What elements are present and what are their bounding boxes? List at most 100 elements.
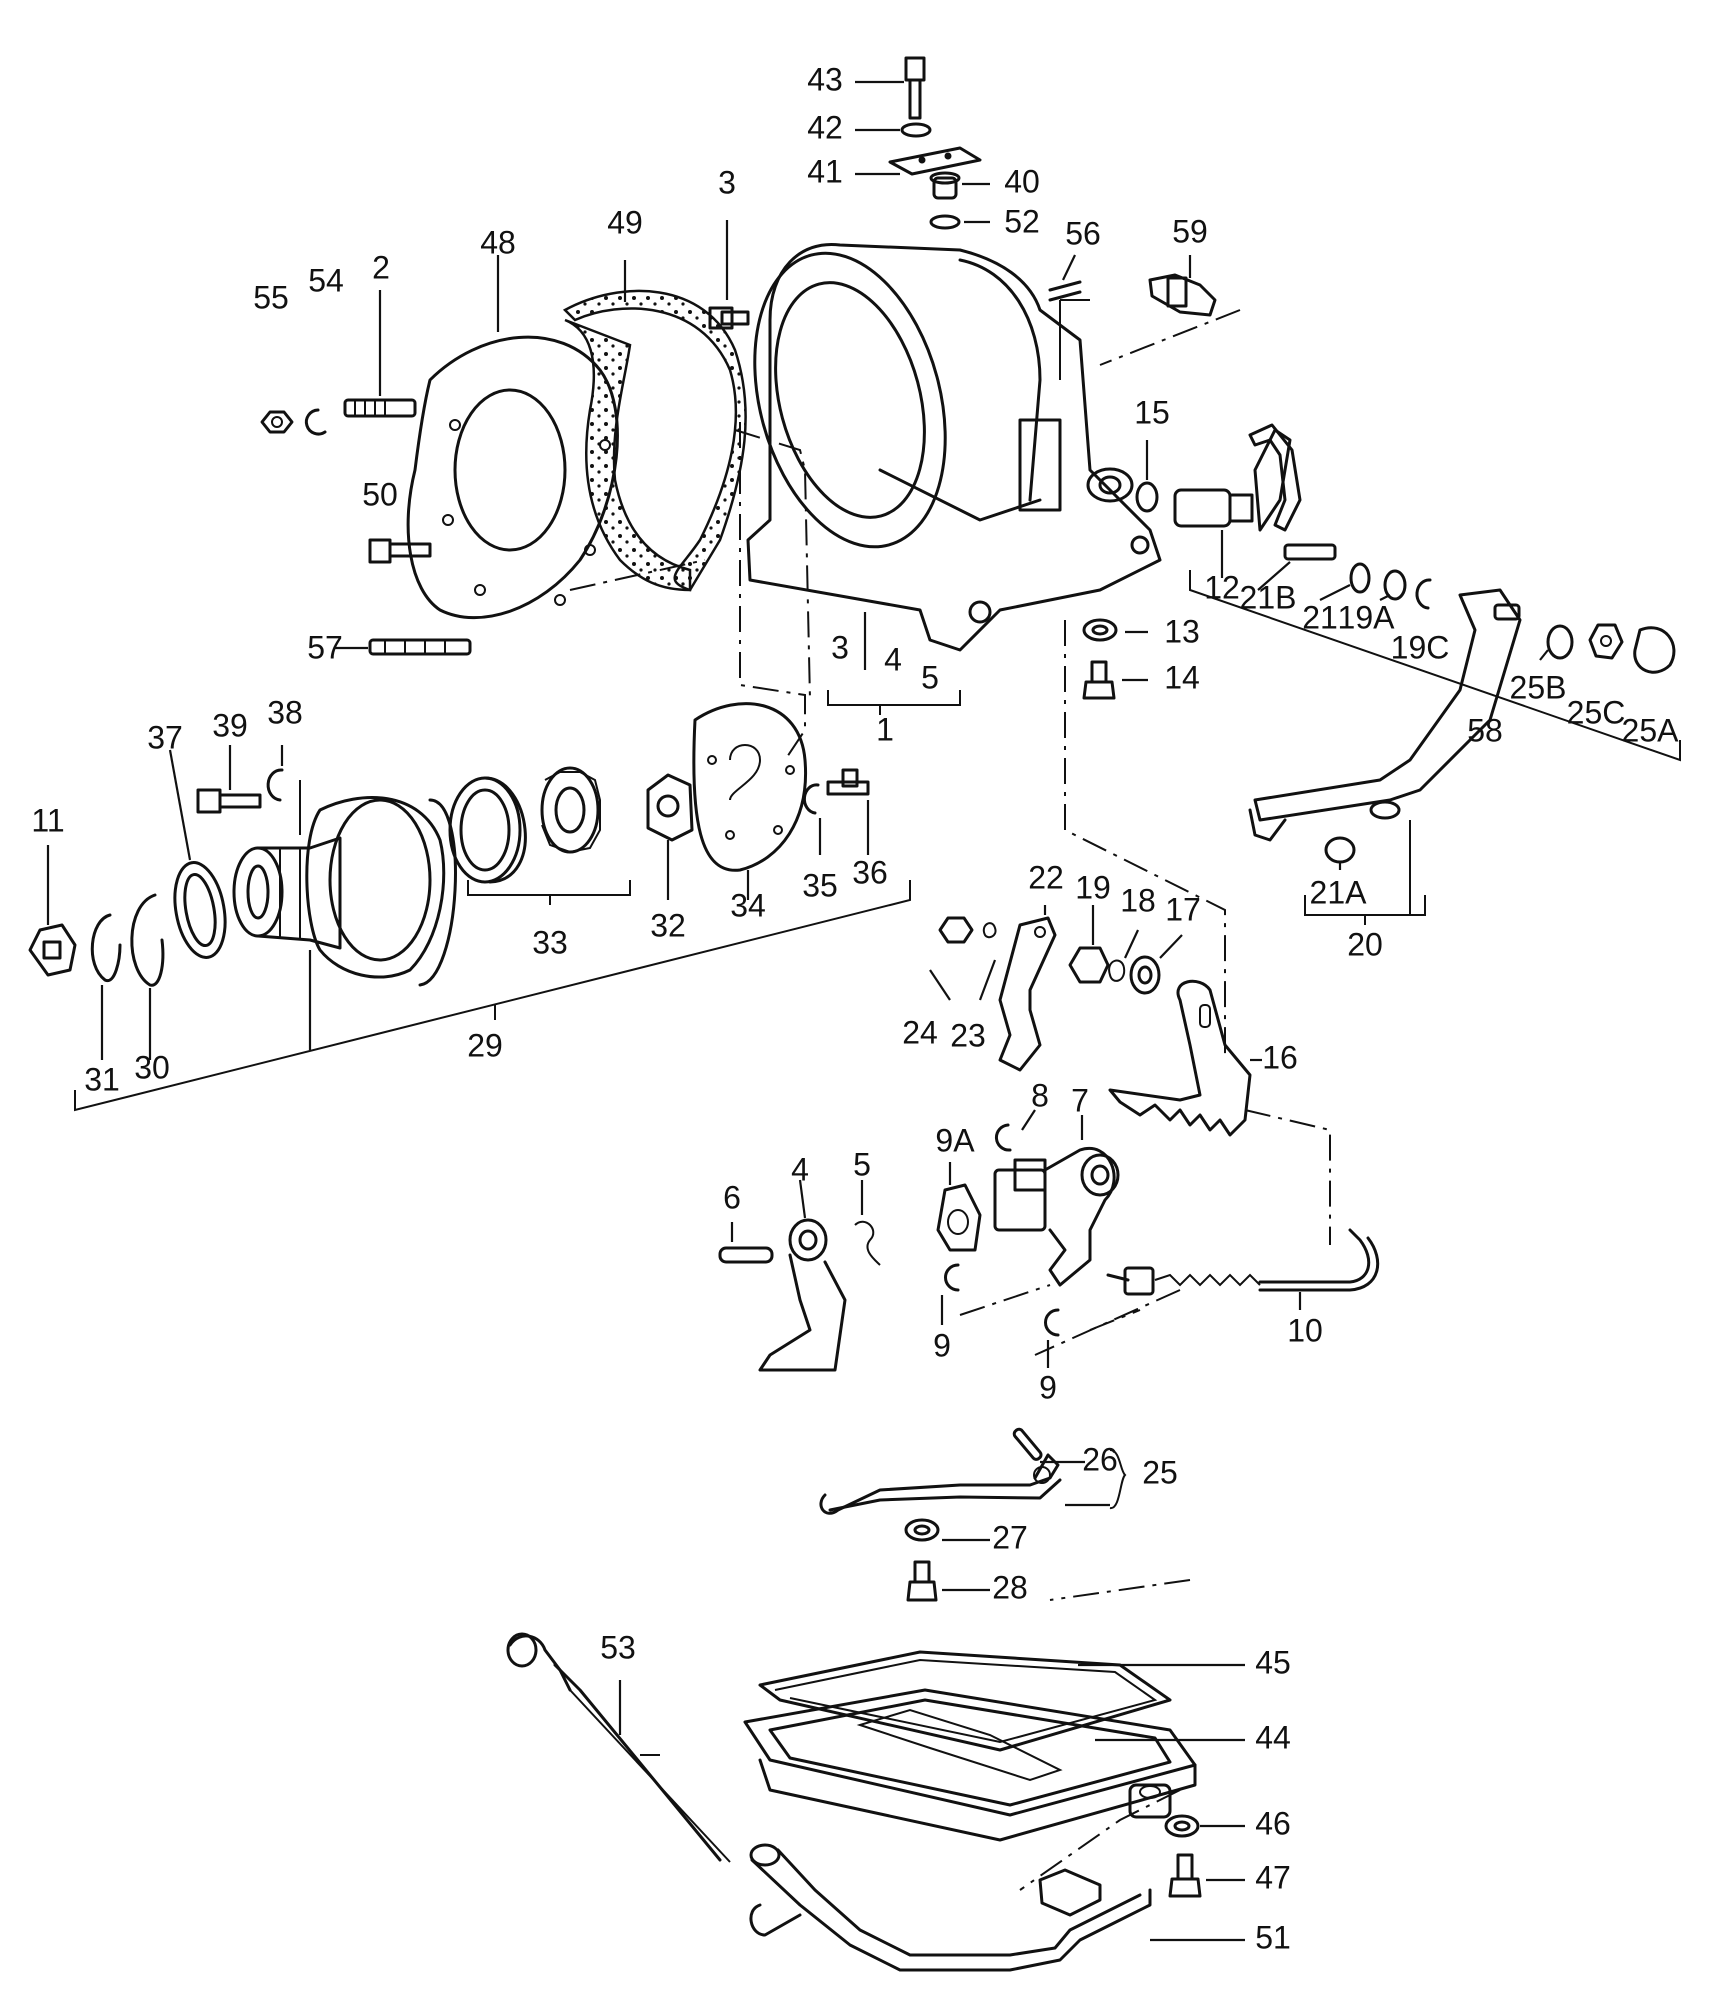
bolt-3 [708,220,750,330]
label-51: 51 [1255,1919,1291,1955]
label-21B: 21B [1240,579,1297,615]
nut-24 [929,916,974,1001]
part-number-labels: 43 42 41 40 52 3 56 59 48 49 55 54 2 50 … [31,61,1679,1955]
washer-13 [1082,618,1148,642]
pump-plate-34 [692,702,808,900]
pump-housing [305,796,457,1050]
label-19A: 19A [1338,599,1396,635]
washer-21 [1319,562,1371,601]
kickdown-lever-25 [819,1453,1062,1515]
circlip-8 [995,1109,1036,1152]
label-5a: 5 [921,659,939,695]
label-7: 7 [1071,1082,1089,1118]
washer-23 [978,922,997,1001]
label-13: 13 [1164,613,1200,649]
label-4a: 4 [884,641,902,677]
circlip-9b [1044,1308,1060,1368]
label-45: 45 [1255,1644,1291,1680]
label-28: 28 [992,1569,1028,1605]
label-12: 12 [1204,569,1240,605]
bracket-33 [467,880,631,905]
label-24: 24 [902,1014,938,1050]
label-57: 57 [307,629,343,665]
bolt-43 [855,56,926,120]
label-36: 36 [852,854,888,890]
pin-6 [718,1222,774,1264]
clip-5 [854,1180,881,1266]
label-38: 38 [267,694,303,730]
washer-19A [1379,569,1407,601]
o-ring-52 [929,214,990,230]
label-25: 25 [1142,1454,1178,1490]
washer-21A [1324,836,1356,870]
drain-fitting [1128,1783,1172,1819]
bolt-50 [368,538,432,564]
washer-35 [802,783,822,855]
label-18: 18 [1120,882,1156,918]
nut-25C [1588,623,1624,660]
label-40: 40 [1004,163,1040,199]
label-49: 49 [607,204,643,240]
label-9a: 9 [933,1327,951,1363]
label-32: 32 [650,907,686,943]
bracket-20 [1304,820,1426,925]
label-14: 14 [1164,659,1200,695]
detent-spring-22 [998,905,1057,1072]
label-9A: 9A [935,1122,975,1158]
bolt-28 [906,1560,990,1602]
label-50: 50 [362,476,398,512]
label-3a: 3 [718,164,736,200]
o-ring-15 [1135,440,1159,513]
label-6: 6 [723,1179,741,1215]
label-48: 48 [480,224,516,260]
label-11: 11 [31,802,64,838]
label-21: 21 [1302,599,1338,635]
label-1: 1 [876,711,894,747]
circlip-30 [130,893,165,1060]
flange-plate-48 [406,255,619,620]
label-20: 20 [1347,926,1383,962]
label-56: 56 [1065,215,1101,251]
circlip-31 [90,913,122,1060]
stud-2 [343,290,417,418]
label-4b: 4 [791,1151,809,1187]
dipstick-53 [506,1632,731,1863]
segment-lever-16 [1108,979,1262,1137]
selector-lever-7 [993,1115,1120,1287]
lever-4 [758,1179,847,1372]
transmission-housing [746,242,1162,652]
bolt-47 [1168,1853,1245,1898]
label-33: 33 [532,924,568,960]
label-31: 31 [84,1061,120,1097]
label-54: 54 [308,262,344,298]
label-5b: 5 [853,1146,871,1182]
label-35: 35 [802,867,838,903]
bracket-29 [74,880,911,1112]
pump-shaft-hub [232,836,342,950]
label-39: 39 [212,707,248,743]
lever-arm [1248,423,1302,532]
label-25C: 25C [1567,694,1626,730]
bolt-14 [1082,660,1148,700]
label-58: 58 [1467,712,1503,748]
selector-shaft-12 [1173,428,1292,578]
label-30: 30 [134,1049,170,1085]
washer-17 [1129,934,1183,995]
label-59: 59 [1172,213,1208,249]
washer-18 [1108,929,1139,982]
label-21A: 21A [1310,874,1368,910]
label-25B: 25B [1510,669,1567,705]
cable-10 [1106,1228,1380,1310]
lock-washer-54 [304,408,327,436]
label-29: 29 [467,1027,503,1063]
label-10: 10 [1287,1312,1323,1348]
bracket-58 [1189,570,1681,762]
label-37: 37 [147,719,183,755]
cover-32 [646,773,694,900]
bolt-39 [196,745,262,814]
stud-56 [1048,254,1082,302]
washer-42 [855,122,932,138]
washer-46 [1164,1814,1245,1838]
label-52: 52 [1004,203,1040,239]
